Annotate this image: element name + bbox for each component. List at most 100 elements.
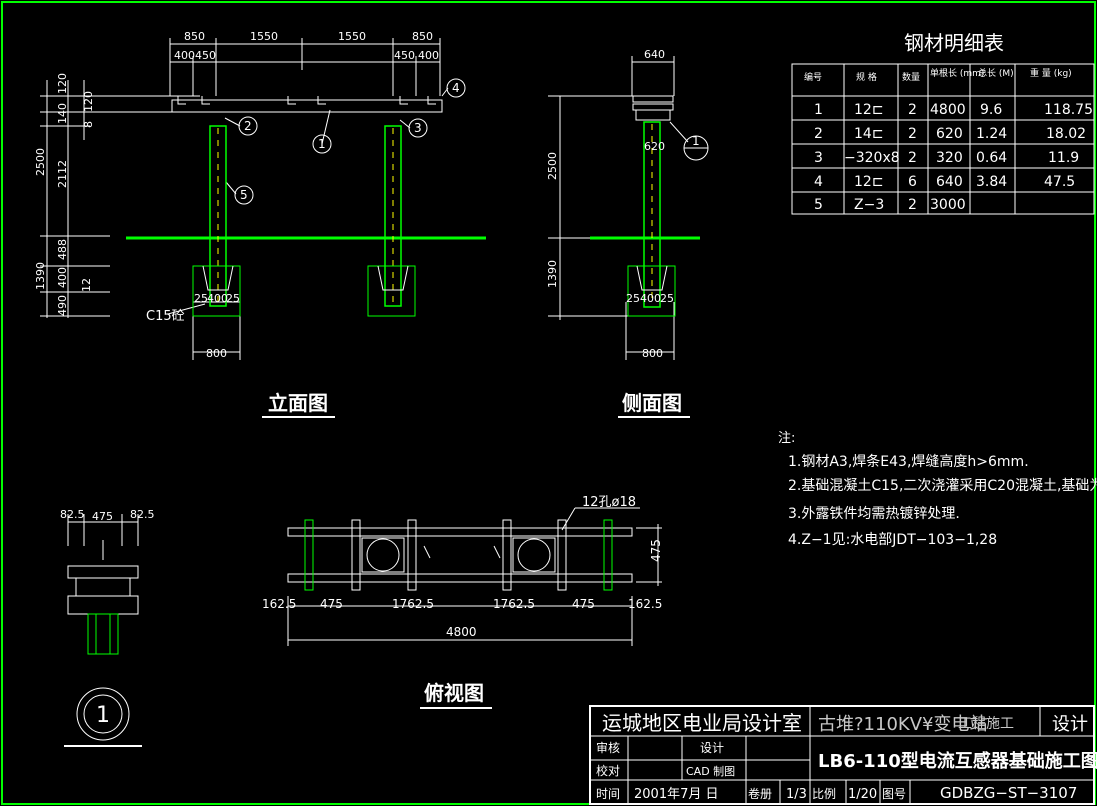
plan-green (304, 519, 613, 591)
th-total-len: 总长 (M) (978, 67, 1014, 79)
cell: 620 (936, 126, 963, 142)
elev-dim-left-120b: 120 (82, 91, 95, 112)
elev-dim-top-2: 1550 (250, 30, 278, 43)
cell: 12⊏ (854, 174, 884, 190)
cell: 2 (908, 102, 917, 118)
project-name: 古堆?110KV¥变电站 (818, 714, 987, 735)
steel-table-title: 钢材明细表 (904, 31, 1004, 55)
detail-view (64, 514, 142, 747)
title-block (589, 705, 1095, 805)
elev-dim-top-1: 850 (184, 30, 205, 43)
elev-dim-left-140: 140 (56, 103, 69, 124)
note-2: 2.基础混凝土C15,二次浇灌采用C20混凝土,基础为800X80 (788, 477, 1097, 494)
callout-4: 4 (452, 81, 460, 95)
th-no: 编号 (804, 71, 822, 83)
cell: 3.84 (976, 174, 1007, 190)
side-title: 侧面图 (622, 391, 682, 415)
cell: 640 (936, 174, 963, 190)
hole-label: 12孔ø18 (582, 495, 636, 510)
time-label: 时间 (596, 787, 620, 801)
side-foot-dim-1: 25 (626, 292, 640, 305)
plan-dim-2: 475 (320, 597, 343, 611)
side-section-label: 1 (692, 134, 700, 148)
concrete-label: C15砼 (146, 309, 185, 324)
elev-dim-top-3: 1550 (338, 30, 366, 43)
side-structure (590, 121, 700, 317)
cad-label: CAD 制图 (686, 765, 735, 778)
notes: 注: 1.钢材A3,焊条E43,焊缝高度h>6mm. 2.基础混凝土C15,二次… (778, 431, 1097, 548)
cell: 6 (908, 174, 917, 190)
note-3: 3.外露铁件均需热镀锌处理. (788, 505, 960, 522)
elev-foot-dim-2: 400 (207, 292, 228, 305)
side-text: 640 620 2500 1390 25 400 25 800 1 (546, 48, 700, 360)
callout-1: 1 (318, 137, 326, 151)
cell: −320x8 (844, 150, 900, 166)
elev-foot-dim-1: 25 (194, 292, 208, 305)
detail-dim-3: 82.5 (130, 508, 155, 521)
cell: 3000 (930, 197, 966, 213)
elev-dim-left-488: 488 (56, 239, 69, 260)
side-view (548, 56, 709, 360)
steel-table-grid (791, 63, 1095, 215)
side-base-width: 800 (642, 347, 663, 360)
note-4: 4.Z−1见:水电部JDT−103−1,28 (788, 532, 997, 548)
elev-dim-top-4: 850 (412, 30, 433, 43)
elev-dim-sub-2: 450 (195, 49, 216, 62)
cell: 4800 (930, 102, 966, 118)
cell: 3 (814, 150, 823, 166)
side-height-1390: 1390 (546, 260, 559, 288)
cell: 4 (814, 174, 823, 190)
detail-dim-1: 82.5 (60, 508, 85, 521)
th-spec: 规 格 (856, 71, 877, 83)
side-foot-dim-3: 25 (660, 292, 674, 305)
cell: 118.75 (1044, 102, 1093, 118)
cell: 12⊏ (854, 102, 884, 118)
project-tag: 工程施工 (958, 716, 1014, 732)
elev-dim-sub-1: 400 (174, 49, 195, 62)
detail-green (87, 613, 119, 655)
elev-dim-left-120: 120 (56, 73, 69, 94)
cell: Z−3 (854, 197, 884, 213)
elev-dim-left-1390: 1390 (34, 262, 47, 290)
cell: 1 (814, 102, 823, 118)
volume-value: 1/3 (786, 787, 807, 802)
plan-width: 475 (649, 539, 663, 562)
elevation-view (40, 38, 449, 360)
date-value: 2001年7月 日 (634, 787, 719, 802)
cell: 1.24 (976, 126, 1007, 142)
elev-dim-left-2112: 2112 (56, 160, 69, 188)
cell: 2 (814, 126, 823, 142)
cell: 47.5 (1044, 174, 1075, 190)
elev-dim-left-2500: 2500 (34, 148, 47, 176)
elev-base-width: 800 (206, 347, 227, 360)
elev-foot-dim-3: 25 (226, 292, 240, 305)
plan-title: 俯视图 (424, 681, 484, 705)
note-1: 1.钢材A3,焊条E43,焊缝高度h>6mm. (788, 453, 1029, 470)
cell: 0.64 (976, 150, 1007, 166)
detail-dim-2: 475 (92, 510, 113, 523)
elevation-text: 850 1550 1550 850 400 450 450 400 120 14… (34, 30, 439, 360)
elevation-title: 立面图 (268, 391, 328, 415)
steel-table-rows: 1 12⊏ 2 4800 9.6 118.75 2 14⊏ 2 620 1.24… (814, 102, 1093, 213)
design-label: 设计 (700, 741, 724, 755)
cell: 18.02 (1046, 126, 1086, 142)
volume-label: 卷册 (748, 786, 772, 801)
notes-heading: 注: (778, 431, 795, 446)
cell: 2 (908, 150, 917, 166)
cell: 14⊏ (854, 126, 884, 142)
cell: 9.6 (980, 102, 1002, 118)
side-inner-dim: 620 (644, 140, 665, 153)
plan-view (287, 507, 662, 646)
plan-total: 4800 (446, 625, 477, 639)
plan-dim-5: 475 (572, 597, 595, 611)
plan-text: 12孔ø18 162.5 475 1762.5 1762.5 475 162.5… (262, 495, 663, 639)
drawing-title: LB6-110型电流互感器基础施工图 (818, 750, 1097, 772)
elev-dim-left-8: 8 (82, 121, 95, 128)
elev-dim-left-490: 490 (56, 295, 69, 316)
cell: 5 (814, 197, 823, 213)
cell: 11.9 (1048, 150, 1079, 166)
plan-dim-4: 1762.5 (493, 597, 535, 611)
elev-dim-sub-4: 400 (418, 49, 439, 62)
